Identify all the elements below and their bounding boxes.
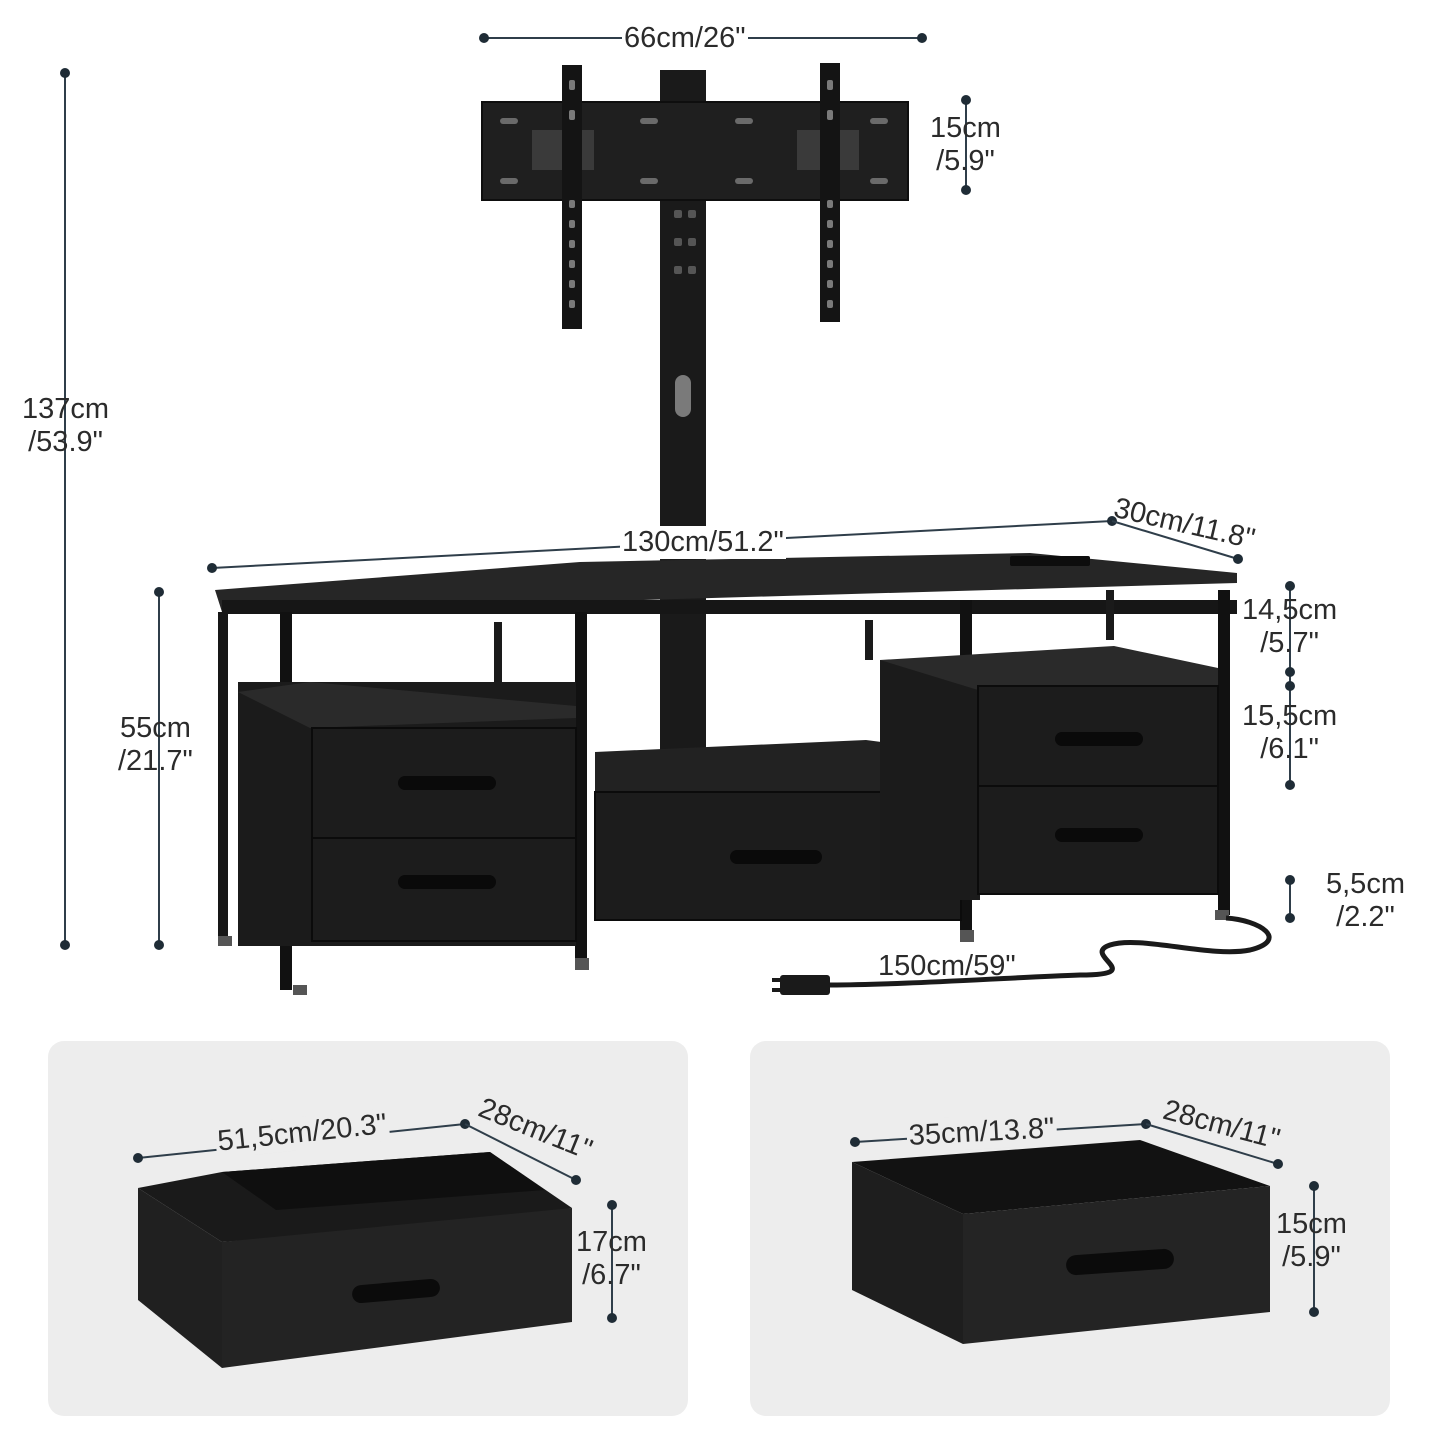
- large-drawer-illustration: [138, 1152, 572, 1368]
- power-cord: [829, 915, 1272, 988]
- small-drawer-height-label: 15cm /5.9": [1276, 1208, 1347, 1274]
- top-shelf-height-cm: 14,5cm: [1242, 594, 1338, 626]
- overall-height-cm: 137cm: [22, 393, 110, 425]
- drawer-zone-height-label: 15,5cm /6.1": [1242, 700, 1337, 766]
- tabletop: [215, 553, 1237, 612]
- overall-height-label: 137cm /53.9": [22, 393, 109, 459]
- small-drawer-illustration: [852, 1140, 1270, 1344]
- small-drawer-height-cm: 15cm: [1276, 1208, 1347, 1240]
- cabinet-width-label: 130cm/51.2": [620, 526, 786, 559]
- tv-mount-plate-height-cm: 15cm: [930, 112, 1001, 144]
- cable-hole: [675, 375, 691, 417]
- tv-mount-illustration: [481, 63, 909, 750]
- cabinet-height-label: 55cm /21.7": [118, 712, 193, 778]
- cord-length-label: 150cm/59": [878, 950, 1016, 982]
- tv-mount-width-label: 66cm/26": [622, 22, 748, 55]
- drawer-zone-height-cm: 15,5cm: [1242, 700, 1338, 732]
- tv-mount-plate-height-label: 15cm /5.9": [930, 112, 1001, 178]
- power-plug: [780, 975, 830, 995]
- power-outlet: [1010, 556, 1090, 566]
- leg-front-mid-left: [575, 612, 587, 960]
- dimension-lines: [60, 33, 1319, 1323]
- large-drawer-height-label: 17cm /6.7": [576, 1226, 647, 1292]
- small-drawer-height-in: /5.9": [1282, 1241, 1341, 1273]
- top-shelf-height-in: /5.7": [1260, 627, 1319, 659]
- cabinet-height-in: /21.7": [118, 745, 193, 777]
- tv-mount-plate-height-in: /5.9": [936, 145, 995, 177]
- large-drawer-height-cm: 17cm: [576, 1226, 647, 1258]
- leg-height-label: 5,5cm /2.2": [1326, 868, 1405, 934]
- left-drawer-bottom: [311, 837, 577, 942]
- cabinet-height-cm: 55cm: [119, 712, 191, 744]
- leg-height-cm: 5,5cm: [1326, 868, 1405, 900]
- drawer-zone-height-in: /6.1": [1260, 733, 1319, 765]
- pole-holes: [674, 210, 682, 218]
- mount-bracket-right: [820, 63, 840, 322]
- tv-stand-illustration: [215, 553, 1272, 995]
- large-drawer-height-in: /6.7": [582, 1259, 641, 1291]
- leg-height-in: /2.2": [1336, 901, 1395, 933]
- leg-front-right: [1218, 590, 1230, 915]
- overall-height-in: /53.9": [28, 426, 103, 458]
- top-shelf-height-label: 14,5cm /5.7": [1242, 594, 1337, 660]
- mount-bracket-left: [562, 65, 582, 329]
